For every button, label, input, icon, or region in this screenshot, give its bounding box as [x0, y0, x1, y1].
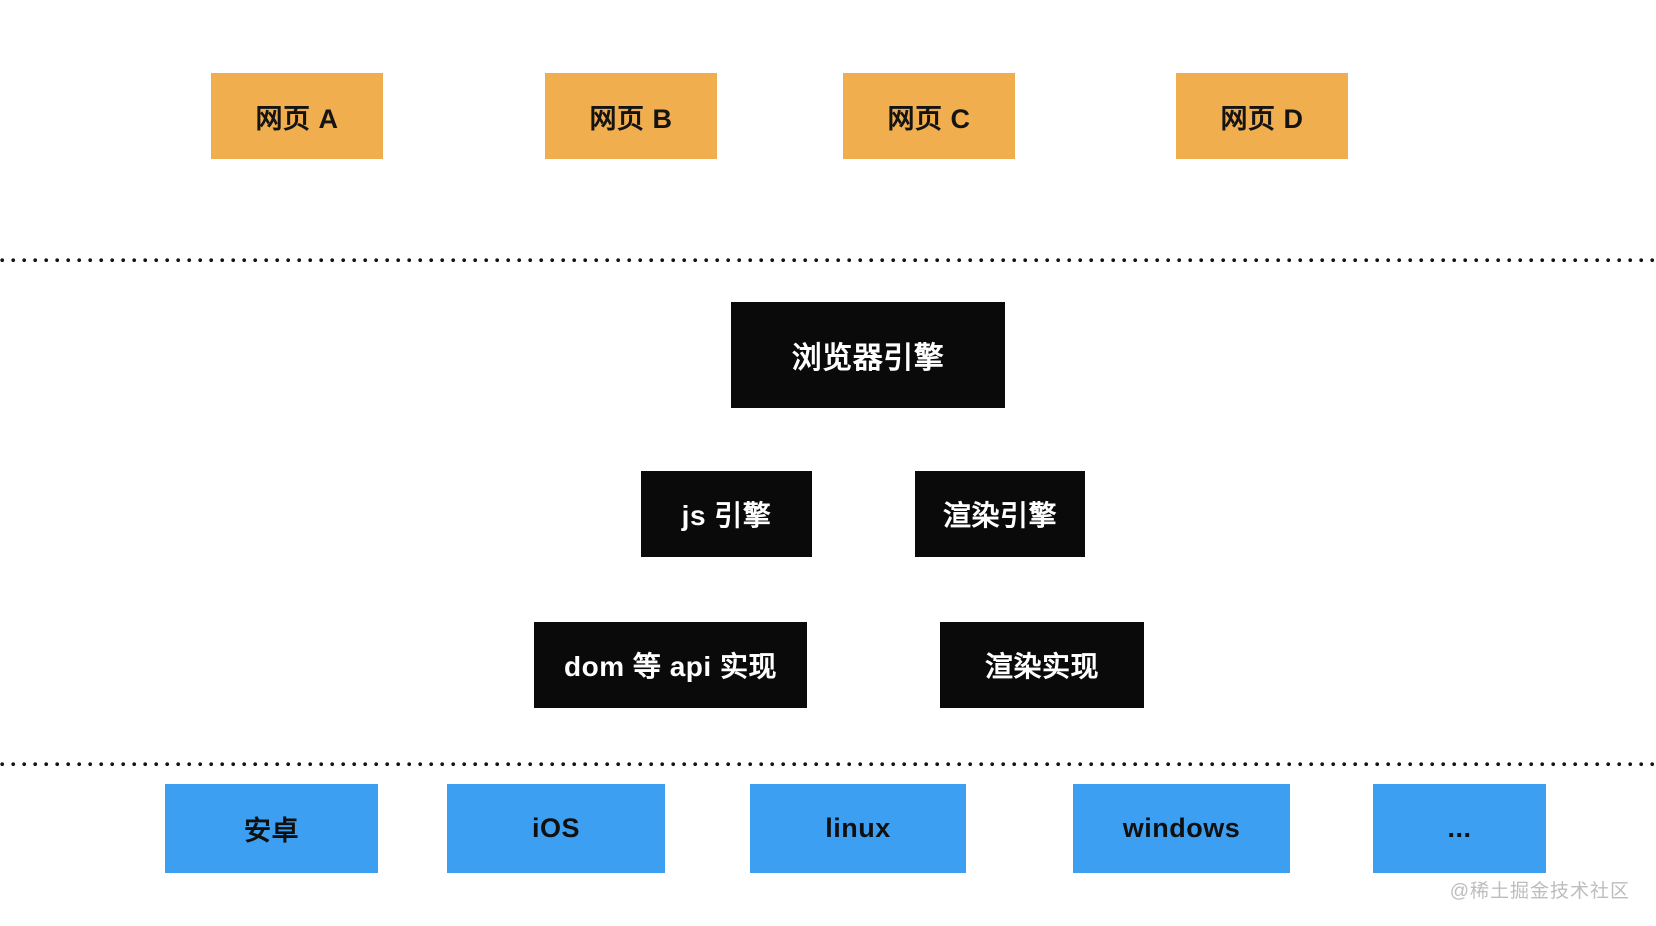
- os-box-more: ...: [1373, 784, 1546, 873]
- webpage-d-box: 网页 D: [1176, 73, 1348, 159]
- os-box-android: 安卓: [165, 784, 378, 873]
- js-engine-box: js 引擎: [641, 471, 812, 557]
- dashed-separator-bottom: [0, 762, 1656, 767]
- dashed-separator-top: [0, 258, 1656, 263]
- os-box-windows: windows: [1073, 784, 1290, 873]
- os-box-linux: linux: [750, 784, 966, 873]
- webpage-b-box: 网页 B: [545, 73, 717, 159]
- os-box-ios: iOS: [447, 784, 665, 873]
- webpage-a-box: 网页 A: [211, 73, 383, 159]
- render-engine-box: 渲染引擎: [915, 471, 1085, 557]
- render-impl-box: 渲染实现: [940, 622, 1144, 708]
- watermark-text: @稀土掘金技术社区: [1449, 881, 1630, 902]
- webpage-c-box: 网页 C: [843, 73, 1015, 159]
- dom-api-impl-box: dom 等 api 实现: [534, 622, 807, 708]
- browser-engine-box: 浏览器引擎: [731, 302, 1005, 408]
